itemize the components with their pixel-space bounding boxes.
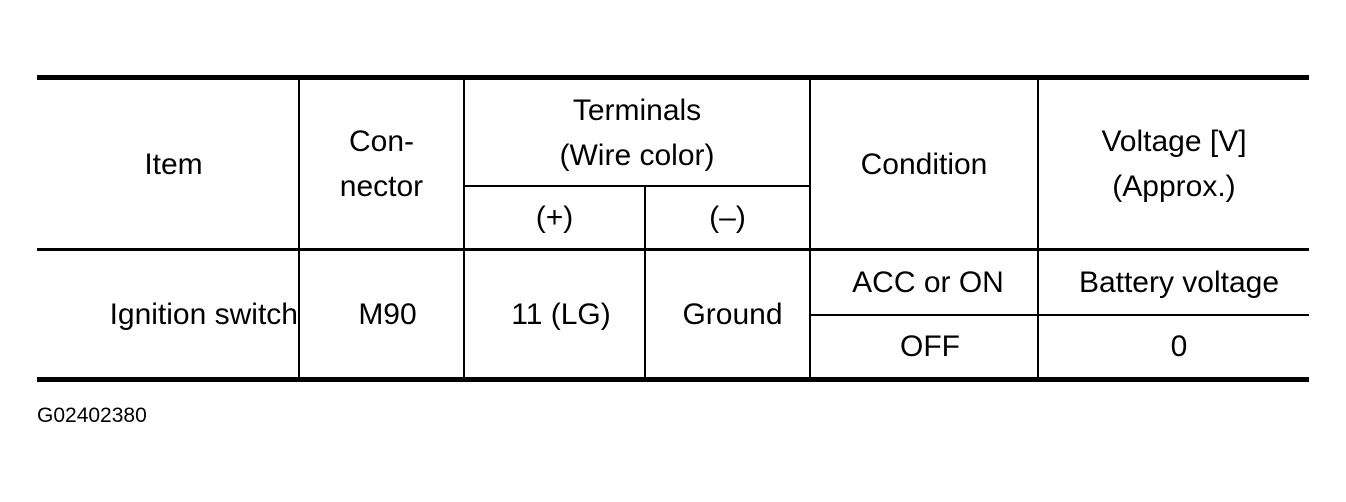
column-divider-3 xyxy=(644,187,646,377)
cell-item: Ignition switch xyxy=(109,297,298,331)
header-condition: Condition xyxy=(860,147,988,181)
column-divider-5 xyxy=(1037,80,1039,377)
cell-terminal-minus: Ground xyxy=(682,297,783,331)
column-divider-2 xyxy=(463,80,465,377)
column-divider-4 xyxy=(809,80,811,377)
header-voltage: Voltage [V] (Approx.) xyxy=(1101,125,1247,203)
table-bottom-border xyxy=(37,377,1309,382)
column-divider-1 xyxy=(298,80,300,377)
table-top-border xyxy=(37,75,1309,80)
header-terminals: Terminals (Wire color) xyxy=(559,93,715,172)
figure-id: G02402380 xyxy=(37,404,147,427)
header-item: Item xyxy=(144,147,203,181)
cell-condition-1: ACC or ON xyxy=(852,266,1004,299)
header-terminal-plus: (+) xyxy=(535,201,574,234)
terminals-subheader-divider xyxy=(464,185,810,187)
cell-terminal-plus: 11 (LG) xyxy=(511,297,611,331)
condition-row-divider xyxy=(810,314,1309,316)
header-bottom-divider xyxy=(37,248,1309,251)
header-connector: Con- nector xyxy=(339,125,424,203)
cell-voltage-2: 0 xyxy=(1170,330,1188,363)
cell-voltage-1: Battery voltage xyxy=(1078,266,1280,299)
cell-condition-2: OFF xyxy=(900,330,960,363)
cell-connector: M90 xyxy=(358,297,417,331)
header-terminal-minus: (–) xyxy=(709,201,746,234)
